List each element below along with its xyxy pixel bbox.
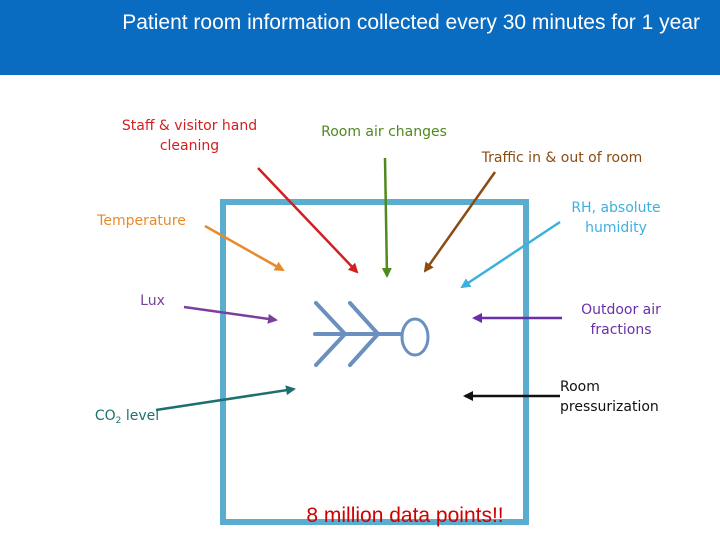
lux-arrow — [183, 305, 278, 324]
humidity-arrow — [460, 220, 561, 289]
pressurization-label: Room pressurization — [560, 379, 659, 415]
room-outline — [220, 199, 529, 525]
lux-label: Lux — [140, 293, 165, 309]
co2-label-suffix: level — [121, 408, 160, 424]
outdoor-air-label: Outdoor air fractions — [581, 302, 661, 338]
patient-figure — [313, 301, 430, 367]
humidity-label: RH, absolute humidity — [571, 200, 661, 236]
air-changes-label: Room air changes — [321, 124, 447, 140]
traffic-label: Traffic in & out of room — [481, 150, 643, 166]
air-changes-arrow — [381, 157, 392, 278]
temperature-arrow — [204, 224, 285, 272]
traffic-arrow — [423, 171, 497, 273]
co2-label: CO2 level — [82, 406, 172, 431]
temperature-label: Temperature — [97, 213, 186, 229]
co2-arrow — [155, 385, 296, 412]
slide-title: Patient room information collected every… — [122, 11, 700, 34]
hand-cleaning-label: Staff & visitor hand cleaning — [121, 118, 258, 154]
co2-label-subscript: 2 — [115, 416, 122, 426]
title-banner: Patient room information collected every… — [0, 0, 720, 75]
data-points-caption: 8 million data points!! — [306, 504, 504, 527]
co2-label-prefix: CO — [94, 408, 116, 424]
hand-cleaning-arrow — [257, 167, 359, 274]
